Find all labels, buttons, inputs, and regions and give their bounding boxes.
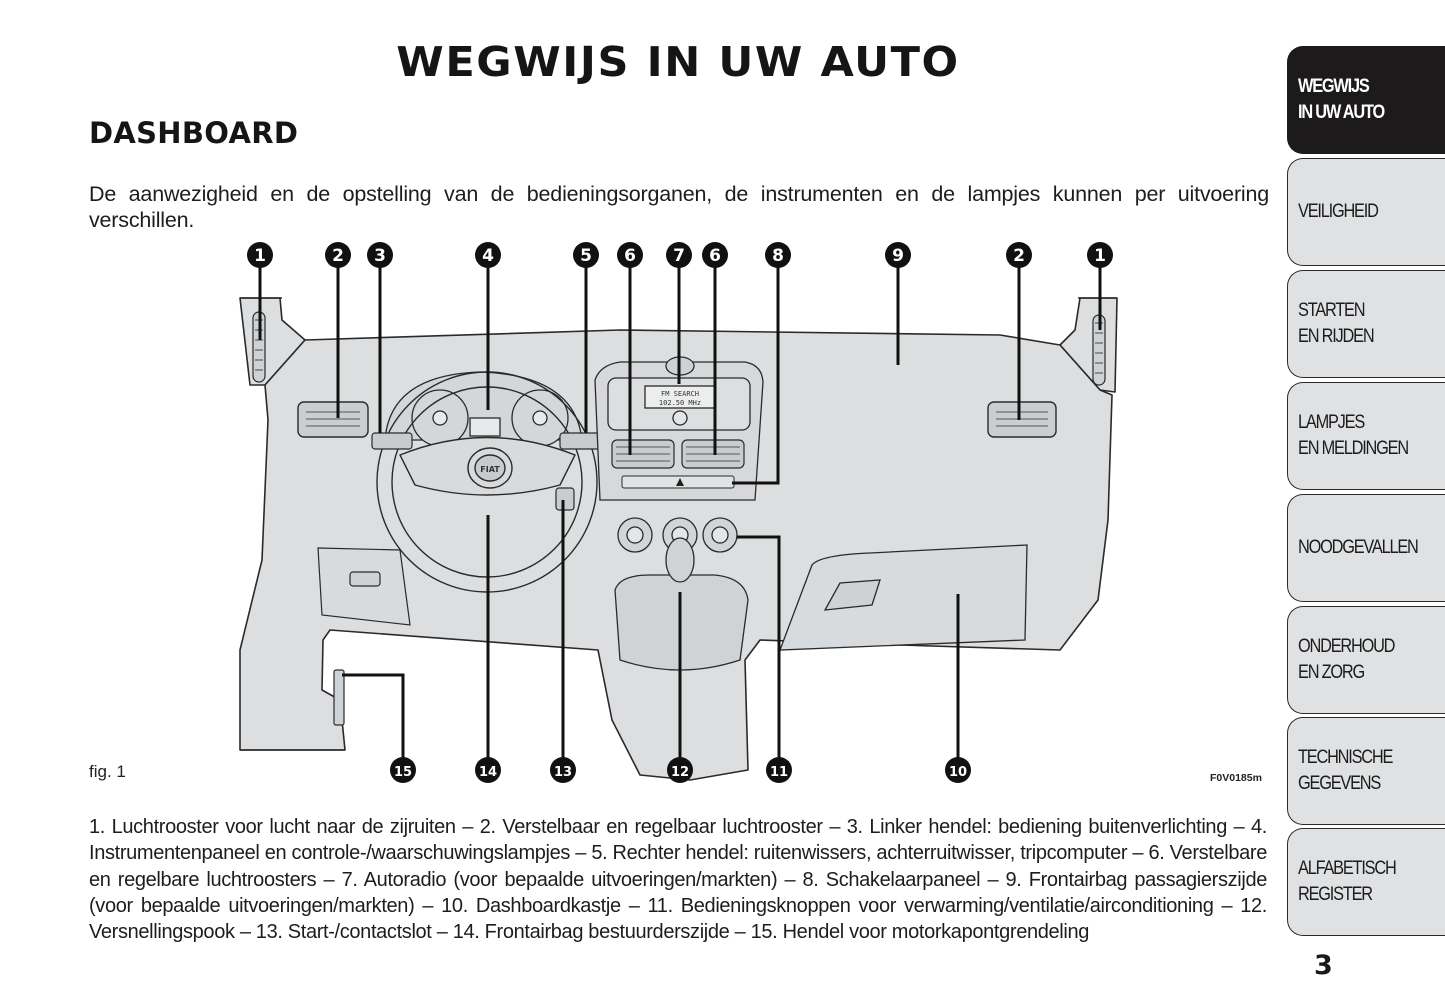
tab-label-line2: GEGEVENS — [1298, 773, 1381, 794]
callout-circle — [247, 242, 273, 268]
callout-number: 14 — [479, 765, 497, 780]
tab-label-line2: IN UW AUTO — [1298, 102, 1385, 123]
tab-alfabetisch-register[interactable]: ALFABETISCH REGISTER — [1287, 828, 1445, 936]
tab-label-line1: WEGWIJS — [1298, 76, 1370, 97]
tab-label-line1: ONDERHOUD — [1298, 636, 1395, 657]
tab-wegwijs-in-uw-auto[interactable]: WEGWIJS IN UW AUTO — [1287, 46, 1445, 154]
callout-number: 5 — [580, 246, 592, 266]
right-stalk — [559, 432, 601, 450]
tab-lampjes-en-meldingen[interactable]: LAMPJES EN MELDINGEN — [1287, 382, 1445, 490]
callout-number: 15 — [394, 765, 412, 780]
callout-circle — [325, 242, 351, 268]
bonnet-release-lever — [333, 669, 345, 726]
callout-number: 12 — [671, 765, 689, 780]
callout-badge: 9 — [885, 242, 911, 268]
callouts-top: 1 2 3 4 5 6 7 6 8 9 2 1 — [247, 242, 1113, 268]
callout-circle — [667, 757, 693, 783]
callout-badge: 3 — [367, 242, 393, 268]
hazard-button-icon — [676, 478, 684, 486]
ignition-switch — [555, 487, 575, 511]
dashboard-figure: FIAT FM SEARCH 102.50 MHz — [200, 235, 1200, 795]
tab-starten-en-rijden[interactable]: STARTEN EN RIJDEN — [1287, 270, 1445, 378]
callout-circle — [1087, 242, 1113, 268]
callout-number: 6 — [709, 246, 721, 266]
callout-circle — [390, 757, 416, 783]
callout-badge: 7 — [666, 242, 692, 268]
callout-number: 4 — [482, 246, 494, 266]
callout-number: 8 — [772, 246, 784, 266]
tab-label-line1: LAMPJES — [1298, 412, 1365, 433]
callout-number: 2 — [332, 246, 344, 266]
left-stalk — [371, 432, 413, 450]
callout-number: 6 — [624, 246, 636, 266]
section-title: DASHBOARD — [89, 116, 299, 150]
callout-badge: 1 — [247, 242, 273, 268]
tab-technische-gegevens[interactable]: TECHNISCHE GEGEVENS — [1287, 717, 1445, 825]
callout-badge: 2 — [1006, 242, 1032, 268]
callout-badge: 13 — [550, 757, 576, 783]
callout-circle — [617, 242, 643, 268]
gear-knob — [665, 537, 695, 583]
tab-veiligheid[interactable]: VEILIGHEID — [1287, 158, 1445, 266]
callout-badge: 12 — [667, 757, 693, 783]
callout-badge: 1 — [1087, 242, 1113, 268]
cluster-display — [469, 417, 501, 437]
tab-label-line2: REGISTER — [1298, 884, 1373, 905]
dashboard-diagram: FIAT FM SEARCH 102.50 MHz — [239, 242, 1118, 783]
callout-badge: 5 — [573, 242, 599, 268]
callout-circle — [885, 242, 911, 268]
tab-label-line1: TECHNISCHE — [1298, 747, 1393, 768]
callouts-bottom: 15 14 13 12 11 10 — [390, 757, 971, 783]
callout-badge: 6 — [702, 242, 728, 268]
tab-label-line2: EN ZORG — [1298, 662, 1365, 683]
radio-display-line2: 102.50 MHz — [659, 399, 701, 407]
callout-number: 1 — [254, 246, 266, 266]
callout-badge: 6 — [617, 242, 643, 268]
glovebox-handle — [823, 579, 881, 611]
callout-number: 9 — [892, 246, 904, 266]
callout-number: 2 — [1013, 246, 1025, 266]
callout-badge: 14 — [475, 757, 501, 783]
callout-circle — [1006, 242, 1032, 268]
callout-circle — [550, 757, 576, 783]
tab-label-line2: EN RIJDEN — [1298, 326, 1375, 347]
radio-display-line1: FM SEARCH — [661, 390, 699, 398]
callout-circle — [475, 757, 501, 783]
figure-label: fig. 1 — [89, 762, 126, 781]
callout-badge: 2 — [325, 242, 351, 268]
callout-circle — [573, 242, 599, 268]
callout-circle — [666, 242, 692, 268]
tab-label-line1: VEILIGHEID — [1298, 201, 1379, 222]
tab-label-line1: STARTEN — [1298, 300, 1366, 321]
callout-circle — [945, 757, 971, 783]
callout-circle — [765, 242, 791, 268]
page-title: WEGWIJS IN UW AUTO — [396, 38, 960, 86]
intro-paragraph: De aanwezigheid en de opstelling van de … — [89, 182, 1269, 232]
page-number: 3 — [1314, 950, 1333, 981]
brand-badge-text: FIAT — [480, 465, 500, 474]
figure-code: F0V0185m — [1210, 772, 1262, 784]
tab-label-line1: NOODGEVALLEN — [1298, 537, 1419, 558]
callout-number: 10 — [949, 765, 967, 780]
tab-label-line2: EN MELDINGEN — [1298, 438, 1409, 459]
tab-noodgevallen[interactable]: NOODGEVALLEN — [1287, 494, 1445, 602]
tab-label-line1: ALFABETISCH — [1298, 858, 1397, 879]
callout-number: 11 — [770, 765, 788, 780]
callout-badge: 8 — [765, 242, 791, 268]
callout-circle — [367, 242, 393, 268]
callout-circle — [475, 242, 501, 268]
callout-number: 3 — [374, 246, 386, 266]
figure-legend: 1. Luchtrooster voor lucht naar de zijru… — [89, 816, 1267, 944]
tab-onderhoud-en-zorg[interactable]: ONDERHOUD EN ZORG — [1287, 606, 1445, 714]
callout-badge: 4 — [475, 242, 501, 268]
callout-number: 7 — [673, 246, 685, 266]
callout-badge: 11 — [766, 757, 792, 783]
callout-circle — [766, 757, 792, 783]
callout-badge: 15 — [390, 757, 416, 783]
callout-badge: 10 — [945, 757, 971, 783]
callout-number: 1 — [1094, 246, 1106, 266]
callout-circle — [702, 242, 728, 268]
glovebox — [779, 544, 1028, 651]
callout-number: 13 — [554, 765, 572, 780]
